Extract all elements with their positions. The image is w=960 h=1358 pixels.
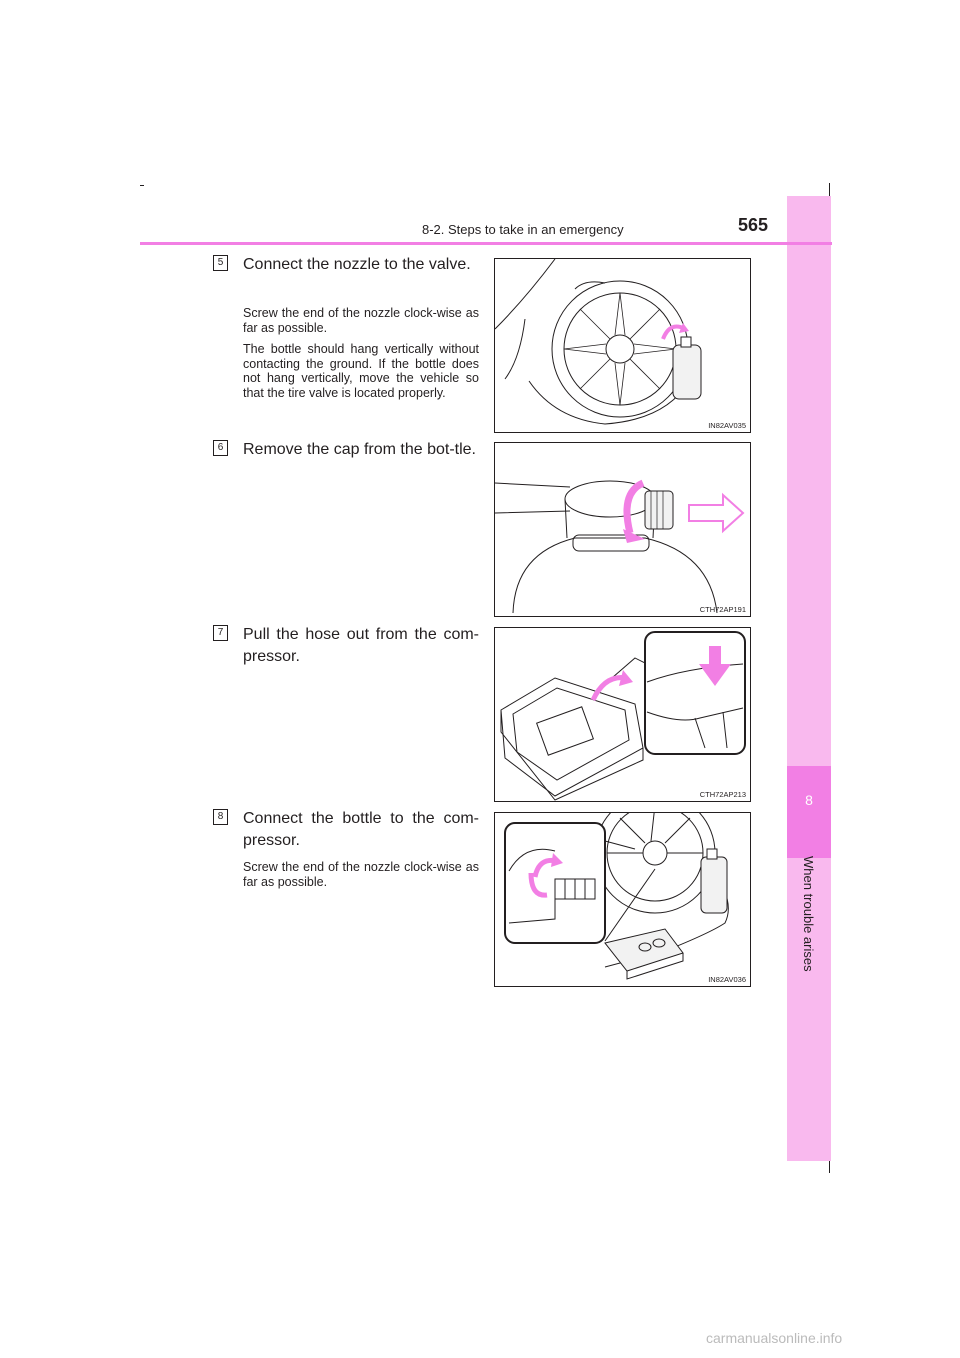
figure-connect-bottle: IN82AV036 [494,812,751,987]
crop-mark [829,1159,830,1173]
step-note: The bottle should hang vertically withou… [243,342,479,400]
figure-nozzle-valve: IN82AV035 [494,258,751,433]
chapter-title: When trouble arises [801,856,816,972]
step-number: 6 [213,440,228,456]
page-number: 565 [738,215,769,235]
figure-code: CTH72AP213 [699,790,746,799]
crop-mark [140,185,144,186]
wheel-bottle-illustration [495,259,702,425]
figure-code: IN82AV036 [708,975,746,984]
step-heading: Remove the cap from the bot-tle. [243,441,476,458]
chapter-title-vertical: When trouble arises [789,856,829,996]
step-heading: Connect the nozzle to the valve. [243,256,471,273]
step-number: 8 [213,809,228,825]
chapter-number: 8 [805,792,813,808]
chapter-marker [787,766,831,858]
crop-mark [829,183,830,197]
figure-code: IN82AV035 [708,421,746,430]
section-title: 8-2. Steps to take in an emergency [422,222,624,237]
chapter-side-tab: 8 When trouble arises [787,196,831,1161]
step-heading: Pull the hose out from the com-pressor. [243,626,479,665]
figure-code: CTH72AP191 [699,605,746,614]
figure-pull-hose: CTH72AP213 [494,627,751,802]
step-note: Screw the end of the nozzle clock-wise a… [243,306,479,335]
bottle-compressor-illustration [504,813,729,980]
compressor-hose-illustration [500,631,746,801]
step-number: 5 [213,255,228,271]
header-rule [140,242,832,245]
step-heading: Connect the bottle to the com-pressor. [243,810,479,849]
figure-remove-cap: CTH72AP191 [494,442,751,617]
step-note: Screw the end of the nozzle clock-wise a… [243,860,479,889]
step-number: 7 [213,625,228,641]
watermark: carmanualsonline.info [706,1330,843,1346]
bottle-cap-illustration [495,479,745,614]
